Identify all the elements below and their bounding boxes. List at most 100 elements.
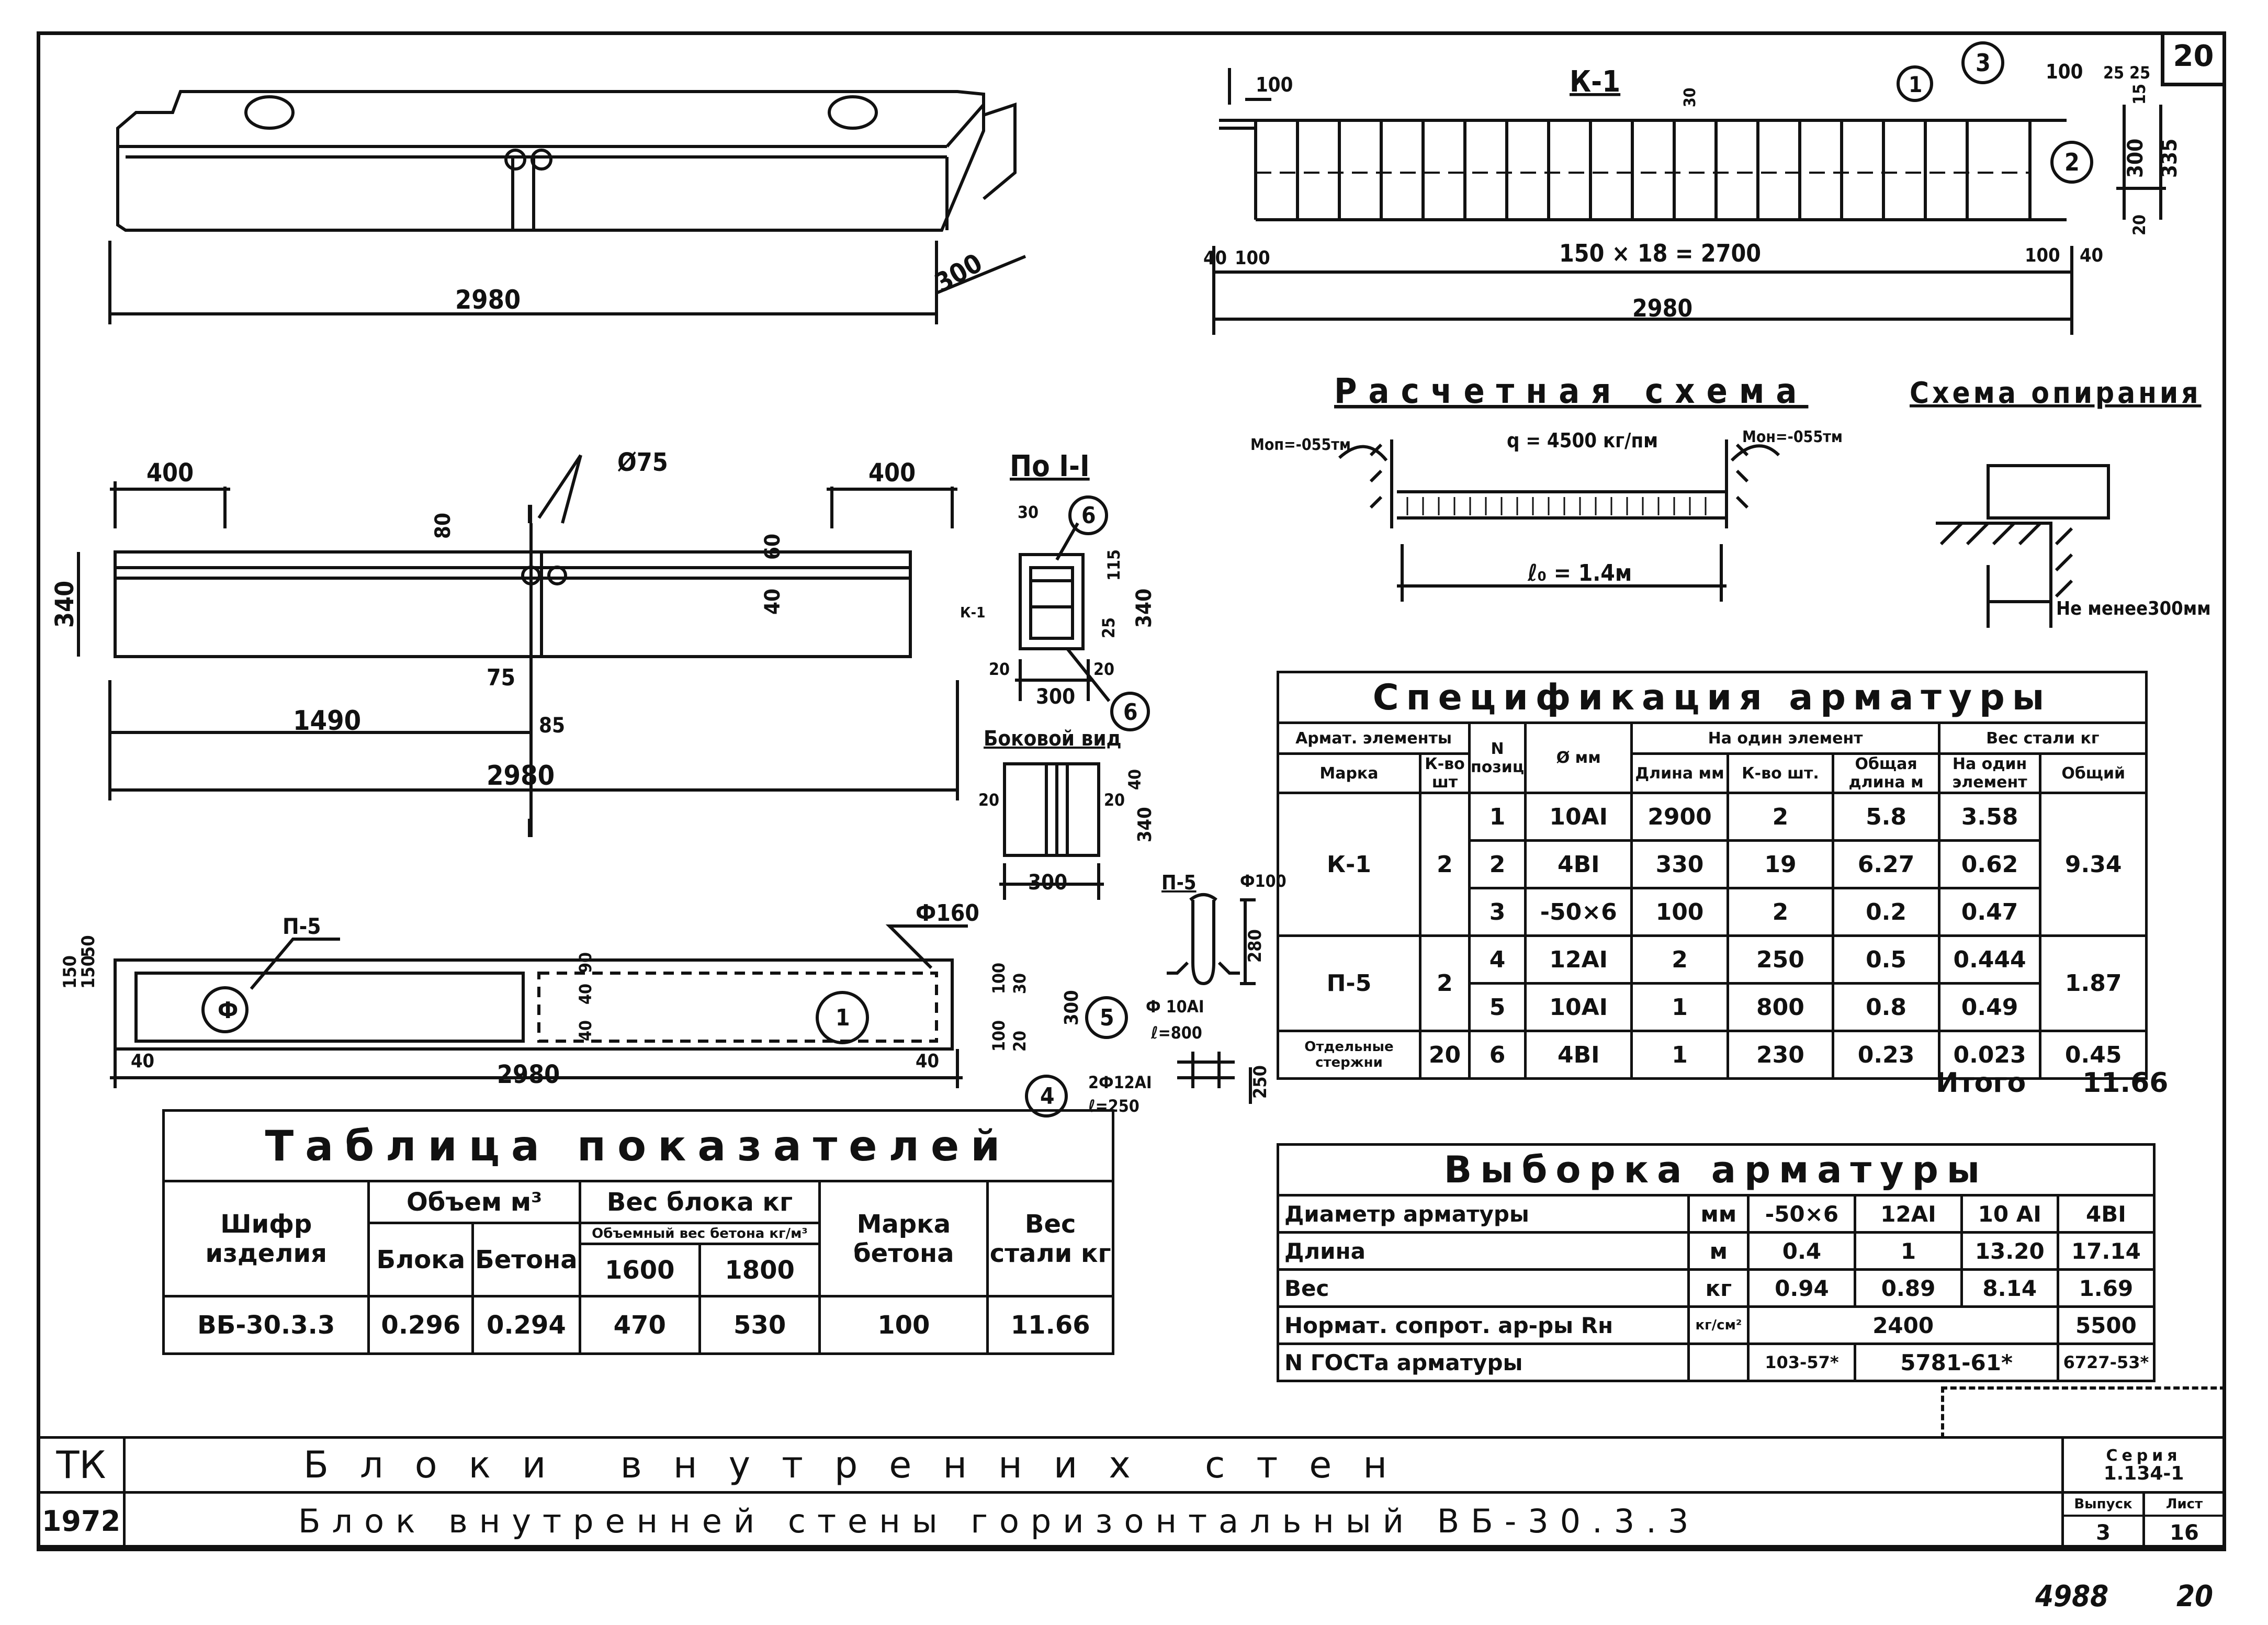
- ind-cell: 470: [578, 1295, 701, 1355]
- table-row: Длина м 0.4 1 13.20 17.14: [1276, 1231, 2156, 1271]
- k1-dim-total: 2980: [1632, 294, 1692, 322]
- spec-cell: 9.34: [2039, 792, 2148, 937]
- k1-cage: [1212, 41, 2166, 335]
- table-row: Отдельные стержни 20 6 4ВI 1 230 0.23 0.…: [1277, 1030, 2148, 1080]
- front-dim-40: 40: [761, 589, 785, 615]
- calc-moment-right: Мон=-055тм: [1742, 428, 1843, 446]
- tb-issue: 3: [2064, 1515, 2145, 1549]
- front-dim-2980: 2980: [487, 760, 555, 792]
- spec-h-one: На один элемент: [1630, 721, 1940, 755]
- spec-cell: 0.2: [1832, 887, 1940, 937]
- spec-h-diam: Ø мм: [1524, 721, 1633, 794]
- vyb-len-label: Длина: [1276, 1231, 1690, 1271]
- spec-table: Спецификация арматуры Армат. элементы N …: [1276, 671, 2148, 1080]
- table-row: 3 -50×6 100 2 0.2 0.47: [1278, 887, 2147, 937]
- tb-series-label: Серия: [2106, 1447, 2182, 1465]
- vyb-norm-unit: кг/см²: [1687, 1305, 1750, 1345]
- spec-h-w-total: Общий: [2039, 752, 2148, 794]
- spec-cell: 2: [1418, 792, 1471, 937]
- plan-dim-40-left: 40: [131, 1051, 154, 1072]
- spec-h-qty: К-во шт.: [1726, 752, 1835, 794]
- side-dim-20b: 20: [1104, 790, 1125, 810]
- vyb-cell: 0.94: [1747, 1268, 1857, 1308]
- vyb-cell: 13.20: [1960, 1231, 2059, 1271]
- front-view: [77, 454, 959, 837]
- spec-cell: 0.5: [1832, 934, 1940, 985]
- front-dim-85: 85: [539, 714, 565, 738]
- k1-dim-335: 335: [2158, 139, 2182, 178]
- k1-dim-300: 300: [2124, 139, 2148, 178]
- indicators-title: Таблица показателей: [162, 1109, 1114, 1182]
- plan-dim-40-right: 40: [916, 1051, 939, 1072]
- p4-bar: 2Ф12АI: [1088, 1073, 1152, 1092]
- tb-sheet: 16: [2143, 1515, 2224, 1549]
- plan-circle-5: 5: [1100, 1005, 1114, 1031]
- calc-span: ℓ₀ = 1.4м: [1527, 560, 1632, 586]
- spec-h-total-len: Общая длина м: [1832, 752, 1940, 794]
- tb-series: 1.134-1: [2103, 1463, 2184, 1484]
- plan-dim-30: 30: [1010, 973, 1030, 994]
- k1-dim-100c: 100: [2025, 245, 2060, 266]
- spec-title: Спецификация арматуры: [1277, 671, 2148, 724]
- plan-dim-150b: 150: [78, 955, 99, 989]
- spec-cell: 4: [1468, 934, 1527, 985]
- section-dim-20a: 20: [989, 659, 1010, 679]
- spec-cell: 3: [1468, 887, 1527, 937]
- k1-dim-15: 15: [2129, 84, 2149, 105]
- sheet-number-top: 20: [2173, 39, 2214, 73]
- spec-cell: 250: [1726, 934, 1835, 985]
- k1-dim-spacing: 150 × 18 = 2700: [1559, 239, 1761, 267]
- k1-dim-40-right: 40: [2080, 245, 2103, 266]
- spec-cell: 2: [1468, 839, 1527, 889]
- vyb-cell: 17.14: [2056, 1231, 2156, 1271]
- ind-cell: 0.294: [471, 1295, 581, 1355]
- spec-h-w-one: На один элемент: [1937, 752, 2042, 794]
- sheet-number-box: 20: [2161, 31, 2226, 86]
- p4-circle: 4: [1040, 1083, 1055, 1110]
- spec-cell: 2: [1726, 792, 1835, 842]
- scribble-number: 4988: [2035, 1579, 2108, 1613]
- table-row: 2 4ВI 330 19 6.27 0.62: [1278, 839, 2147, 889]
- spec-h-elements: Армат. элементы: [1276, 721, 1471, 755]
- section-dim-25: 25: [1099, 617, 1119, 638]
- vyb-cell: 1: [1854, 1231, 1963, 1271]
- ind-h-block: Блока: [367, 1222, 475, 1297]
- spec-cell: 2: [1726, 887, 1835, 937]
- plan-dim-100a: 100: [989, 963, 1009, 994]
- spec-cell: 2: [1418, 934, 1471, 1032]
- ind-h-shifr: Шифр изделия: [162, 1180, 370, 1297]
- spec-cell: 1: [1468, 792, 1527, 842]
- section-view: [999, 495, 1150, 900]
- ind-h-density: Объемный вес бетона кг/м³: [578, 1222, 821, 1245]
- section-title: По I-I: [1010, 449, 1090, 483]
- stamp-outline: [1941, 1386, 2226, 1439]
- k1-title: К-1: [1570, 65, 1620, 99]
- k1-dim-100-left: 100: [1256, 73, 1293, 96]
- front-dim-340: 340: [50, 581, 80, 628]
- spec-cell: 19: [1726, 839, 1835, 889]
- section-circle-6b: 6: [1123, 699, 1138, 726]
- section-circle-6a: 6: [1081, 502, 1096, 529]
- plan-p5-label: П-5: [283, 913, 321, 939]
- vyb-title: Выборка арматуры: [1277, 1143, 2156, 1197]
- k1-dim-30: 30: [1681, 87, 1699, 107]
- side-dim-340: 340: [1134, 807, 1156, 842]
- ind-cell: 100: [818, 1295, 989, 1355]
- spec-cell: 800: [1726, 982, 1835, 1032]
- spec-h-pos: N позиц: [1468, 721, 1527, 794]
- spec-cell: 2900: [1630, 792, 1729, 842]
- plan-dim-20: 20: [1010, 1031, 1030, 1052]
- iso-length-dim: 2980: [455, 285, 521, 315]
- k1-dim-40-left: 40: [1203, 247, 1227, 269]
- k1-dim-100b: 100: [1235, 247, 1270, 269]
- calc-title: Расчетная схема: [1334, 371, 1808, 411]
- spec-cell: Отдельные стержни: [1277, 1030, 1421, 1080]
- vyb-len-unit: м: [1687, 1231, 1750, 1271]
- vyb-cell: 5781-61*: [1854, 1342, 2059, 1382]
- k1-pos-1: 1: [1909, 72, 1922, 97]
- spec-cell: К-1: [1277, 792, 1421, 937]
- plan-dim-100b: 100: [989, 1020, 1009, 1052]
- ind-h-mark: Марка бетона: [818, 1180, 989, 1297]
- spec-cell: 20: [1418, 1030, 1471, 1080]
- vyb-cell: 8.14: [1960, 1268, 2059, 1308]
